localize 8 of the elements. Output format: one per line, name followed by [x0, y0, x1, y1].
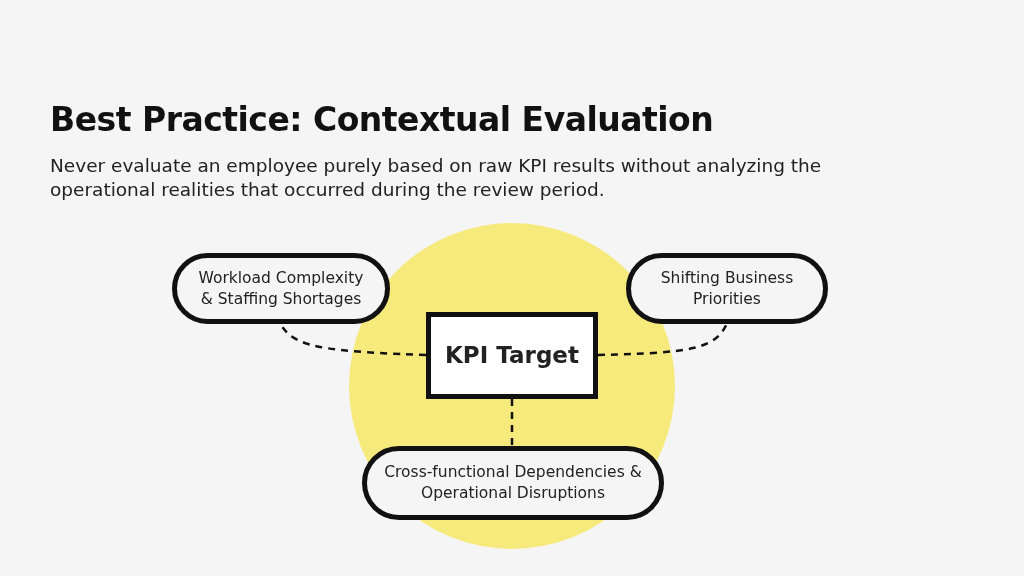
connector-line [597, 323, 729, 357]
rounded-box: Cross-functional Dependencies & Operational Disruptions [362, 446, 664, 520]
subtitle: Never evaluate an employee purely based on raw KPI results without analyzing the operational realities that occurred during the review period. [50, 154, 823, 202]
title: Best Practice: Contextual Evaluation [50, 100, 714, 139]
rounded-box: Workload Complexity & Staffing Shortages [172, 253, 390, 324]
target-box: KPI Target [426, 312, 598, 399]
connector-line [510, 399, 514, 446]
rounded-box: Shifting Business Priorities [626, 253, 828, 324]
